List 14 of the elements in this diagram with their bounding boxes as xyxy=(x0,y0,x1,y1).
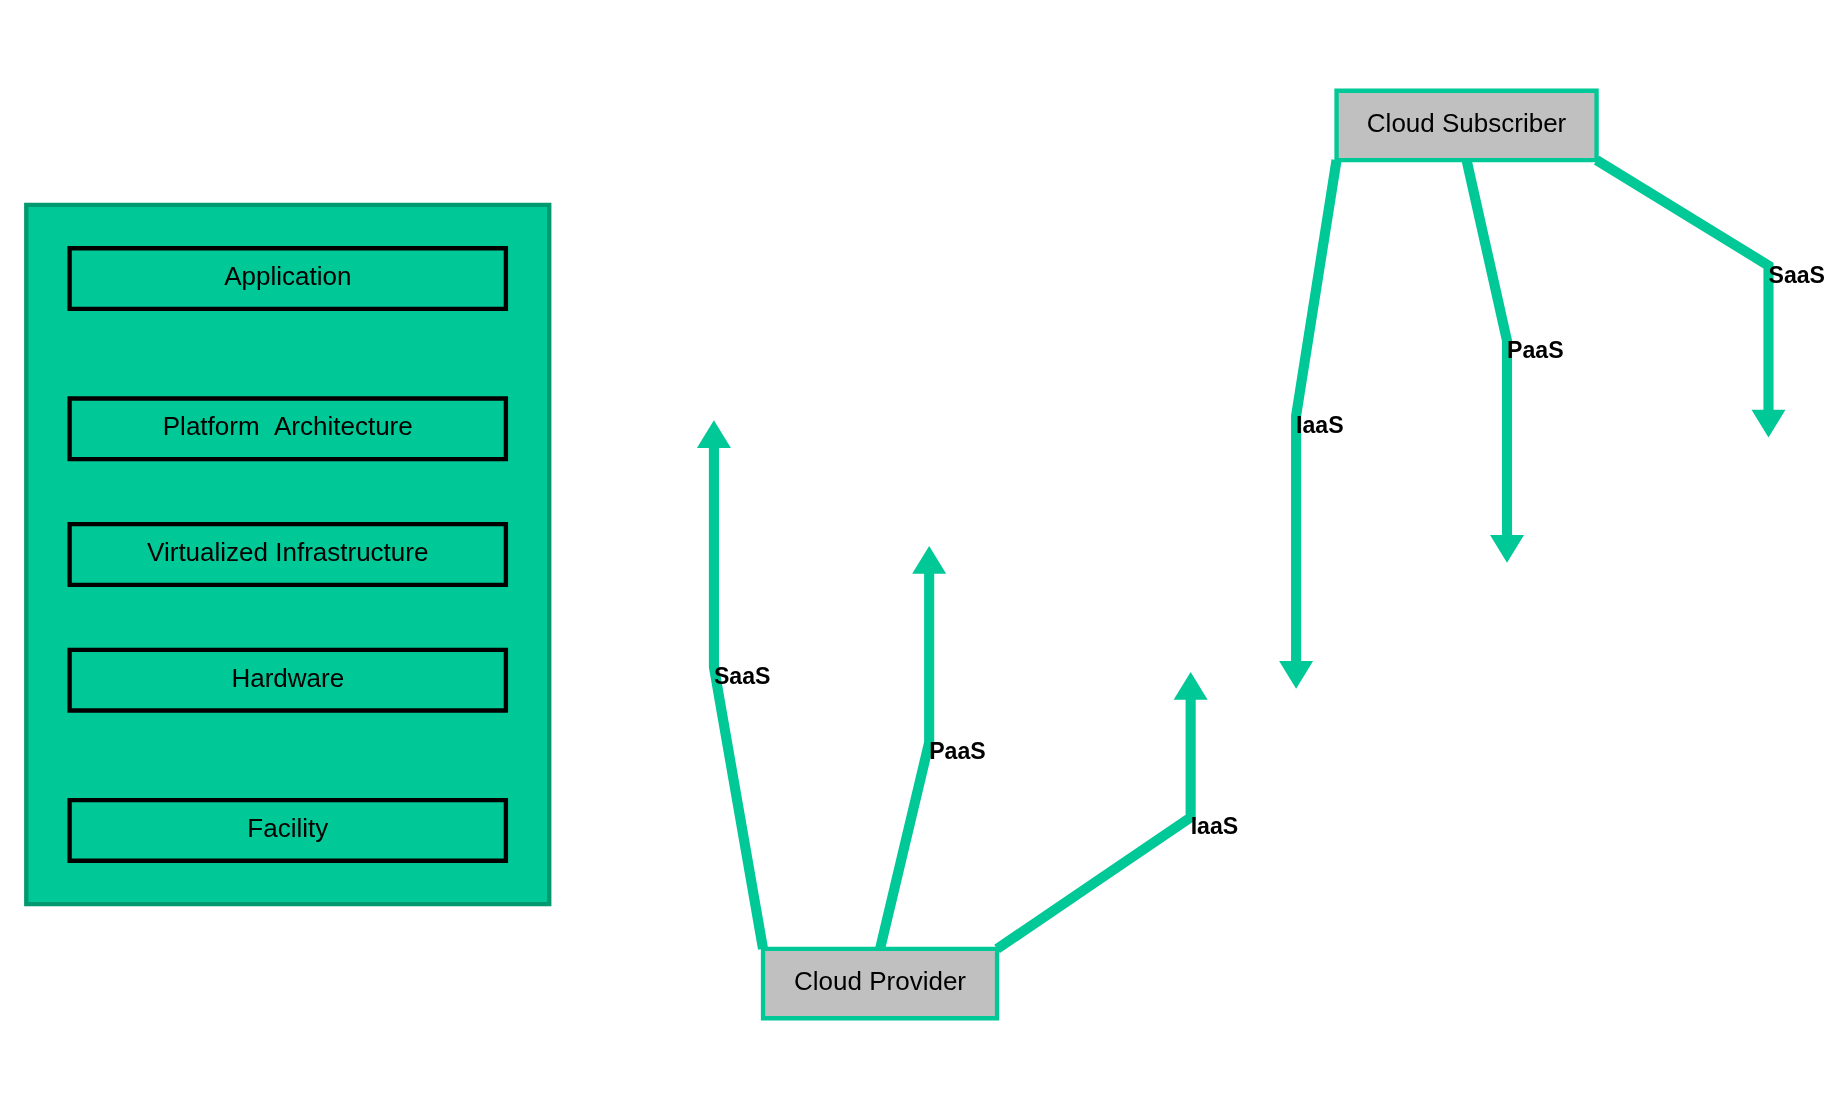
arrow xyxy=(696,420,768,950)
node-box: Cloud Subscriber xyxy=(1334,88,1599,163)
cluster xyxy=(24,202,552,907)
node-box: Application xyxy=(67,246,509,312)
node-box: Cloud Provider xyxy=(760,946,1000,1021)
node-box: Facility xyxy=(67,797,509,863)
edge-label: IaaS xyxy=(1190,813,1239,840)
arrow xyxy=(1279,159,1342,689)
node-box: Virtualized Infrastructure xyxy=(67,522,509,587)
node-box: Platform Architecture xyxy=(67,396,509,462)
arrow xyxy=(1593,155,1786,438)
node-box: Hardware xyxy=(67,647,509,713)
arrow xyxy=(994,672,1208,954)
arrow xyxy=(1461,159,1524,563)
